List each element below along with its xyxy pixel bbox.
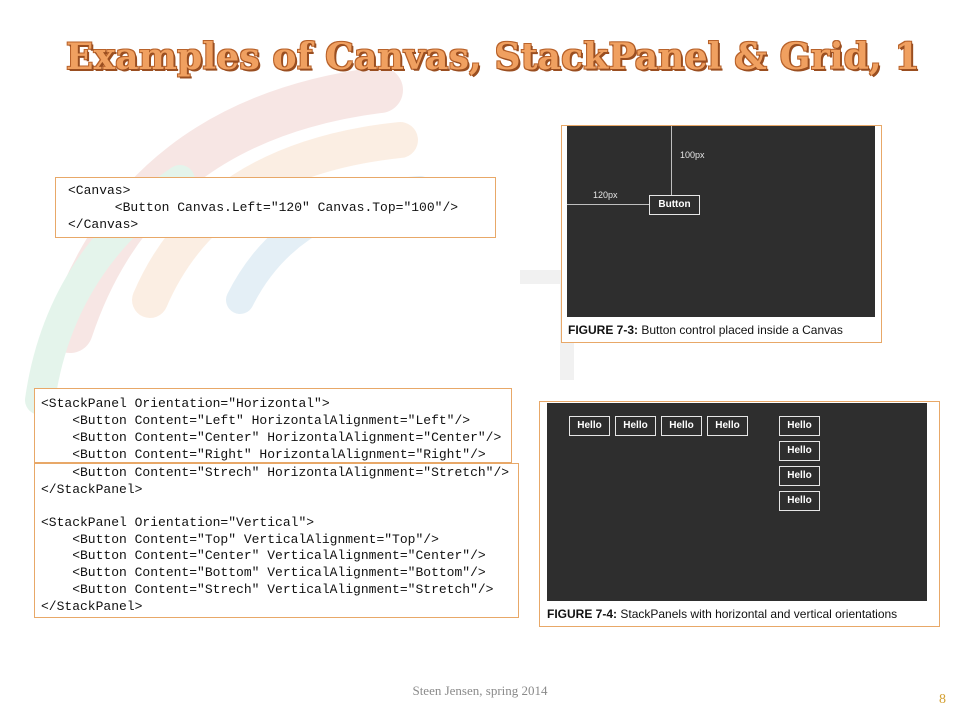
figure-canvas: 100px 120px Button FIGURE 7-3: Button co… [561,125,882,343]
caption-text: Button control placed inside a Canvas [641,323,843,337]
code-line: </StackPanel> [41,481,143,497]
stackpanel-code-block-bottom: <Button Content="Strech" HorizontalAlign… [34,463,519,618]
vertical-hello-button: Hello [779,441,820,461]
page-number: 8 [939,692,946,707]
code-line: <StackPanel Orientation="Vertical"> [41,515,315,531]
canvas-code-block: <Canvas> <Button Canvas.Left="120" Canva… [55,177,496,238]
code-line: <Button Canvas.Left="120" Canvas.Top="10… [68,200,459,215]
code-line: <Button Content="Center" VerticalAlignme… [41,548,486,564]
slide-title: Examples of Canvas, StackPanel & Grid, 1 [66,36,920,78]
code-line: <StackPanel Orientation="Horizontal"> [41,396,330,411]
top-offset-label: 100px [680,150,705,160]
code-line: </Canvas> [68,217,139,232]
code-line: <Button Content="Strech" HorizontalAlign… [41,465,510,480]
caption-number: FIGURE 7-4: [547,607,618,621]
stackpanel-preview: Hello Hello Hello Hello Hello Hello Hell… [547,403,927,601]
vertical-hello-button: Hello [779,416,820,436]
code-line: <Button Content="Top" VerticalAlignment=… [41,531,439,547]
top-offset-line [671,126,672,196]
figure-caption: FIGURE 7-3: Button control placed inside… [568,323,843,337]
code-line: <Button Content="Strech" VerticalAlignme… [41,581,494,597]
code-line: <Button Content="Bottom" VerticalAlignme… [41,565,486,581]
code-line: <Canvas> [68,183,131,198]
left-offset-line [567,204,649,205]
code-line [41,498,518,515]
code-line: </StackPanel> [41,598,143,614]
horizontal-hello-button: Hello [569,416,610,436]
left-offset-label: 120px [593,190,618,200]
horizontal-hello-button: Hello [661,416,702,436]
vertical-hello-button: Hello [779,466,820,486]
figure-caption: FIGURE 7-4: StackPanels with horizontal … [547,607,897,621]
horizontal-hello-button: Hello [707,416,748,436]
code-line: <Button Content="Right" HorizontalAlignm… [41,447,486,462]
figure-stackpanels: Hello Hello Hello Hello Hello Hello Hell… [539,401,940,627]
code-line: <Button Content="Center" HorizontalAlign… [41,430,502,445]
stackpanel-code-block-top: <StackPanel Orientation="Horizontal"> <B… [34,388,512,463]
demo-button: Button [649,195,700,215]
caption-number: FIGURE 7-3: [568,323,639,337]
caption-text: StackPanels with horizontal and vertical… [620,607,898,621]
slide-footer: Steen Jensen, spring 2014 [412,683,548,698]
canvas-preview: 100px 120px Button [567,126,875,317]
vertical-hello-button: Hello [779,491,820,511]
code-line: <Button Content="Left" HorizontalAlignme… [41,413,471,428]
horizontal-hello-button: Hello [615,416,656,436]
